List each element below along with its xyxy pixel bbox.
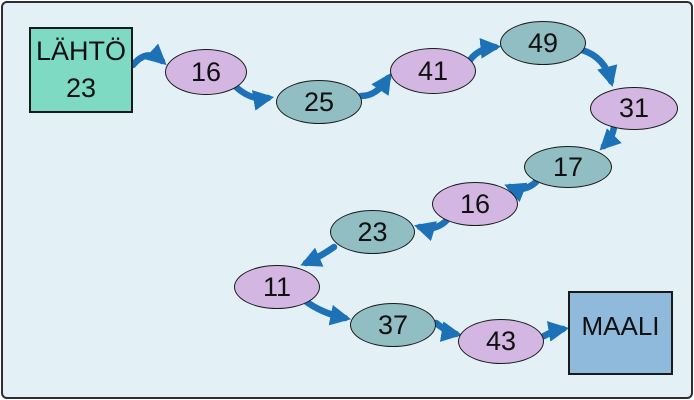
path-node: 49 (500, 21, 586, 65)
path-node: 16 (432, 182, 518, 226)
arrow-43-maali (540, 321, 570, 342)
node-label: 23 (357, 216, 388, 247)
arrow-23-11 (300, 243, 338, 267)
start-box: LÄHTÖ 23 (29, 27, 133, 113)
arrow-start-16 (129, 43, 167, 69)
node-label: 25 (303, 86, 335, 117)
node-label: 49 (527, 27, 559, 58)
path-node: 43 (458, 319, 544, 364)
node-label: 41 (417, 55, 449, 86)
arrow-16-23 (414, 216, 451, 242)
finish-label: MAALI (581, 311, 660, 341)
start-label: LÄHTÖ (35, 36, 127, 66)
path-node: 23 (330, 210, 415, 254)
arrow-17-16 (504, 178, 540, 203)
path-node: 37 (350, 303, 436, 347)
arrow-37-43 (432, 319, 463, 342)
node-label: 37 (377, 309, 409, 340)
node-label: 16 (459, 188, 491, 219)
path-node: 25 (276, 80, 362, 124)
path-node: 41 (390, 48, 476, 94)
arrow-41-49 (466, 37, 502, 64)
finish-box: MAALI (568, 291, 673, 375)
node-label: 16 (190, 56, 222, 87)
arrow-11-37 (300, 296, 352, 326)
node-label: 31 (618, 93, 650, 123)
path-node: 31 (590, 87, 678, 130)
arrow-49-31 (578, 46, 618, 88)
start-value: 23 (65, 73, 97, 103)
arrow-16-25 (232, 83, 275, 111)
arrow-31-17 (599, 123, 622, 151)
node-label: 11 (262, 271, 292, 302)
path-node: 11 (234, 265, 320, 309)
arrow-25-41 (357, 72, 392, 100)
path-node: 17 (524, 146, 612, 188)
node-label: 17 (552, 151, 584, 182)
path-node: 16 (165, 49, 247, 95)
node-label: 43 (485, 326, 517, 356)
